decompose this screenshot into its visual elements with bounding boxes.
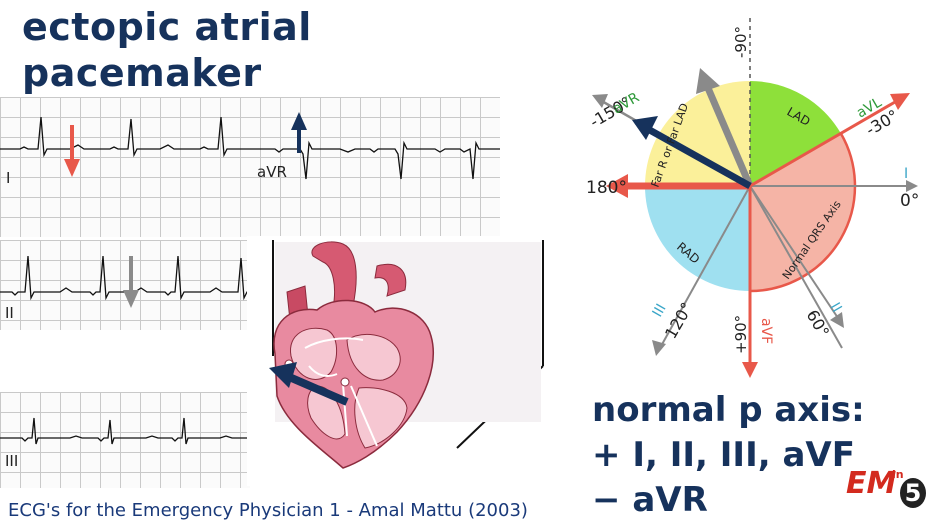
logo-em: EM <box>846 466 897 501</box>
angle-label-lower-left: 120° <box>661 299 697 342</box>
angle-label-bottom: +90° <box>732 315 750 354</box>
angle-label-right: 0° <box>900 191 919 211</box>
summary-line-1: normal p axis: <box>592 390 865 430</box>
heart-illustration <box>247 236 547 486</box>
lead-label-i: I <box>6 169 11 187</box>
angle-label-top: -90° <box>732 26 750 58</box>
angle-label-lower-right: 60° <box>803 307 834 341</box>
title-line-2: pacemaker <box>22 51 262 95</box>
summary: normal p axis: + I, II, III, aVF − aVR <box>592 388 865 523</box>
lead-axis-label-avf: aVF <box>758 318 774 344</box>
ecg-trace-ii <box>0 255 250 308</box>
sector-rad <box>645 186 750 291</box>
logo-in: in <box>892 468 904 481</box>
logo-five: 5 <box>900 478 926 508</box>
ecg-trace-i-avr <box>0 112 500 180</box>
ecg-strip-i-avr: I aVR <box>0 97 500 237</box>
ecg-trace-iii <box>0 417 250 445</box>
heart-svg <box>269 240 544 469</box>
summary-line-2: + I, II, III, aVF <box>592 435 855 475</box>
lead-axis-label-iii: III <box>650 301 670 320</box>
source-caption: ECG's for the Emergency Physician 1 - Am… <box>8 500 528 521</box>
slide-title: ectopic atrial pacemaker <box>22 4 312 96</box>
angle-label-left: 180° <box>586 178 627 198</box>
sector-far <box>645 81 750 186</box>
lead-label-iii: III <box>5 452 19 470</box>
title-line-1: ectopic atrial <box>22 5 312 49</box>
ecg-strip-ii: II <box>0 240 250 330</box>
em-in-5-logo: EM in 5 <box>846 466 928 518</box>
ecg-strip-iii: III <box>0 392 250 488</box>
sector-lad <box>750 81 841 186</box>
lead-axis-label-i: I <box>904 166 908 182</box>
normal-axis-arc <box>749 132 857 293</box>
hexaxial-diagram: -90° +90° 180° 0° -150° -30° 120° 60° aV… <box>586 18 919 378</box>
lead-label-avr: aVR <box>257 163 287 181</box>
sector-normal <box>750 133 855 291</box>
summary-line-3: − aVR <box>592 480 708 520</box>
lead-label-ii: II <box>5 304 14 322</box>
